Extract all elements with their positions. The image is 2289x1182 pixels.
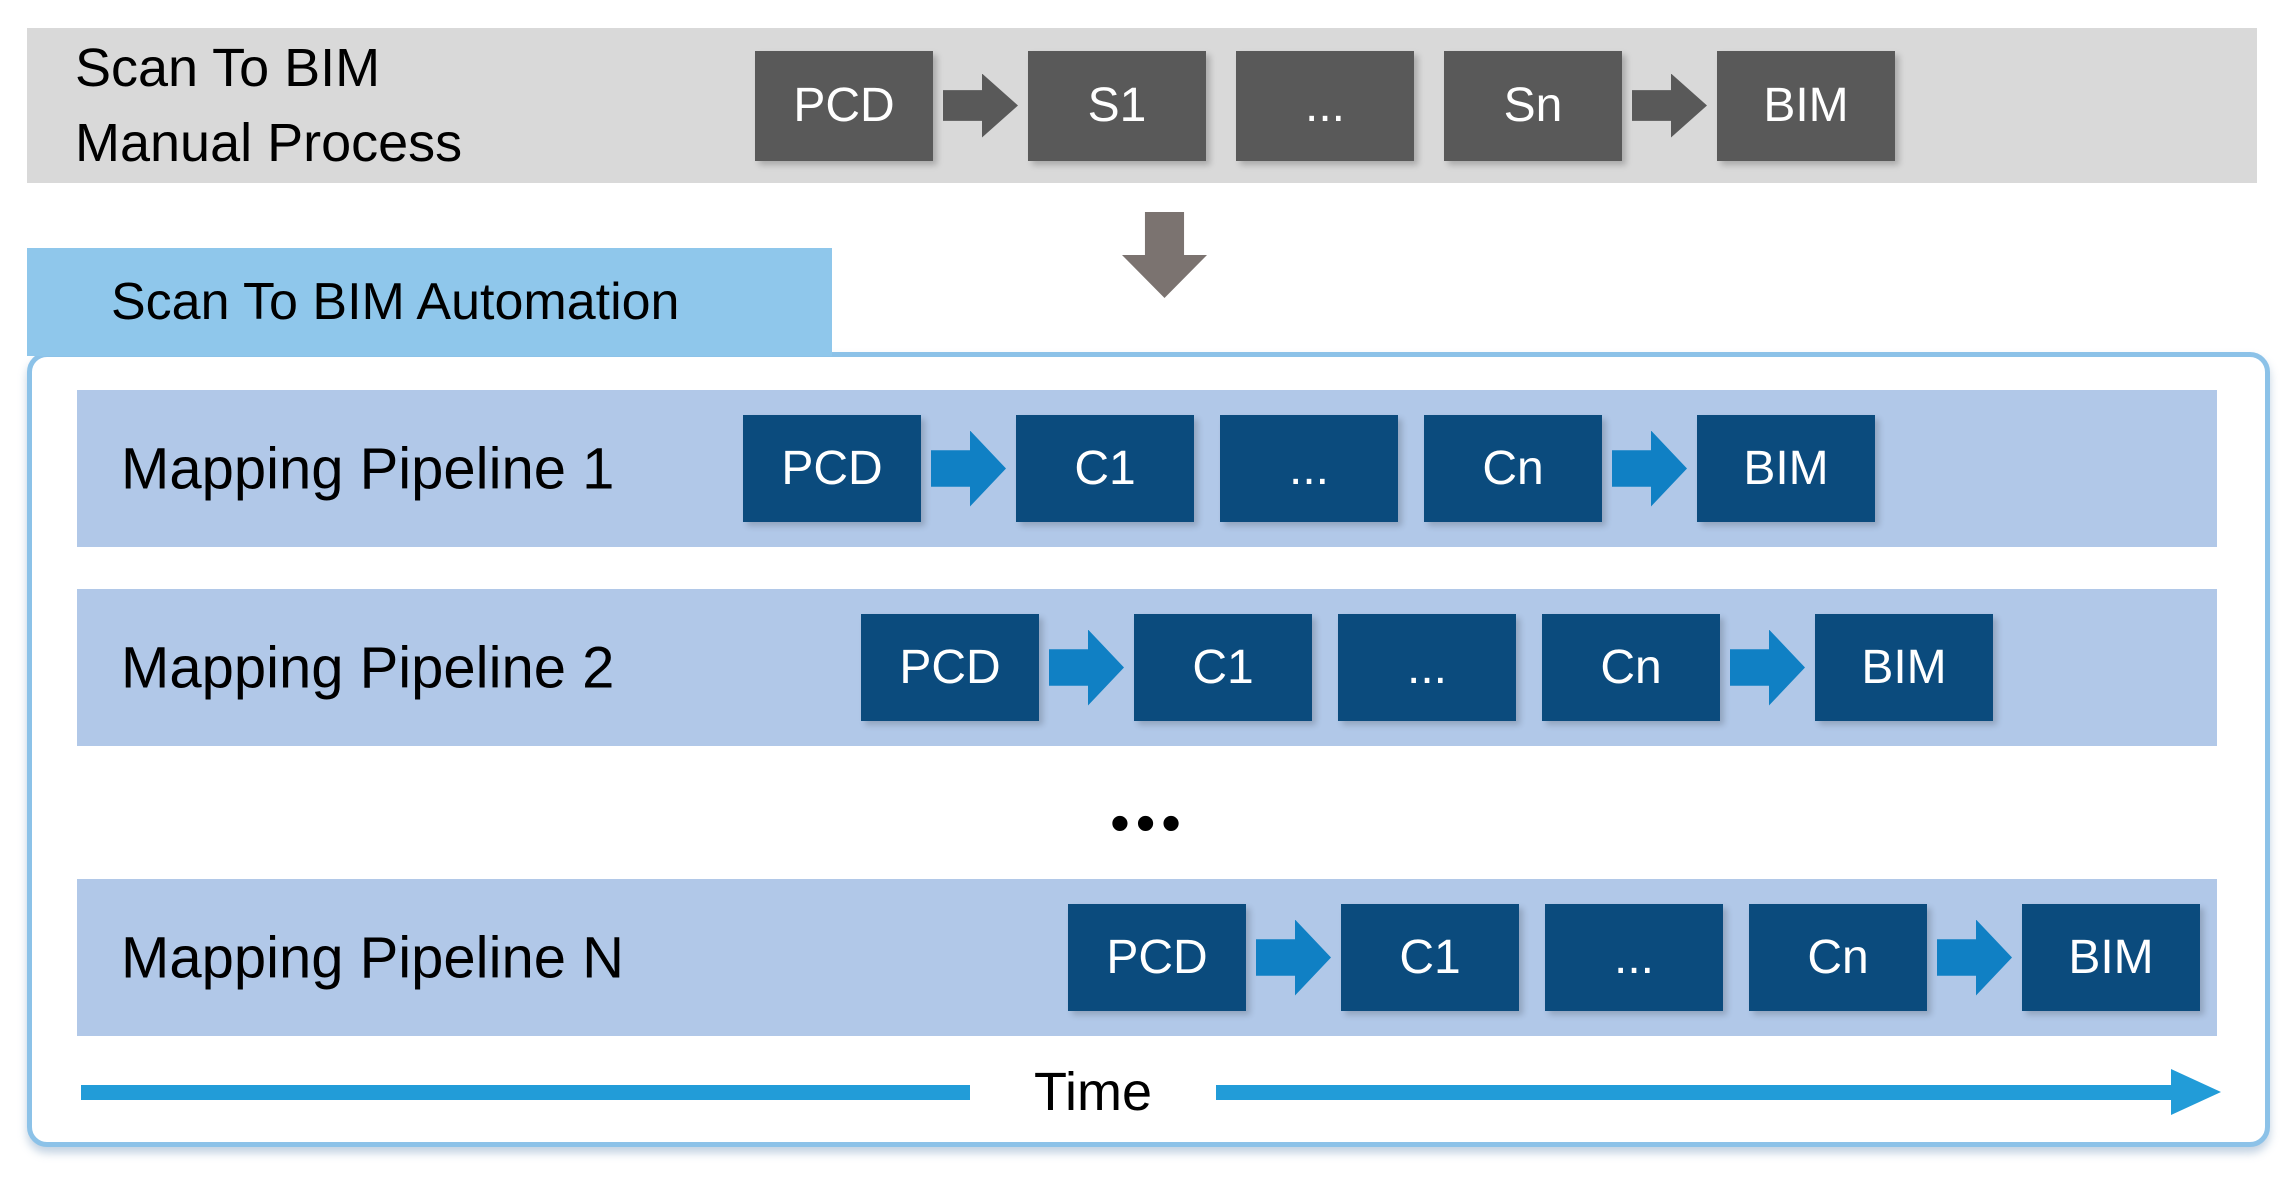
- arrow-right-icon: [1730, 629, 1805, 706]
- automation-tab-label: Scan To BIM Automation: [111, 273, 680, 331]
- manual-step-chain: PCD S1 ... Sn BIM: [755, 28, 1895, 183]
- step-box: PCD: [743, 415, 921, 522]
- pipeline-row: Mapping Pipeline 1 PCD C1 ... Cn BIM: [77, 390, 2217, 547]
- pipeline-step-chain: PCD C1 ... Cn BIM: [743, 390, 1875, 547]
- arrow-right-icon: [943, 73, 1018, 138]
- time-axis: Time: [81, 1060, 2221, 1124]
- pipeline-row: Mapping Pipeline N PCD C1 ... Cn BIM: [77, 879, 2217, 1036]
- step-box: PCD: [861, 614, 1039, 721]
- pipeline-step-chain: PCD C1 ... Cn BIM: [1068, 879, 2200, 1036]
- step-box: ...: [1220, 415, 1398, 522]
- arrow-right-icon: [1937, 919, 2012, 996]
- arrow-head-right-icon: [2171, 1069, 2221, 1115]
- pipeline-step-chain: PCD C1 ... Cn BIM: [861, 589, 1993, 746]
- step-box: Cn: [1542, 614, 1720, 721]
- arrow-right-icon: [1632, 73, 1707, 138]
- manual-process-band: Scan To BIM Manual Process PCD S1 ... Sn…: [27, 28, 2257, 183]
- arrow-right-icon: [1049, 629, 1124, 706]
- step-box: BIM: [1697, 415, 1875, 522]
- step-box: Sn: [1444, 50, 1622, 161]
- automation-tab: Scan To BIM Automation: [27, 248, 832, 356]
- step-box: C1: [1016, 415, 1194, 522]
- manual-process-title: Scan To BIM Manual Process: [75, 31, 462, 181]
- pipeline-label: Mapping Pipeline N: [121, 925, 624, 990]
- time-bar-right-line: [1216, 1084, 2173, 1100]
- pipeline-row: Mapping Pipeline 2 PCD C1 ... Cn BIM: [77, 589, 2217, 746]
- step-box: Cn: [1749, 904, 1927, 1011]
- step-box: C1: [1341, 904, 1519, 1011]
- time-bar-left: [81, 1084, 970, 1100]
- step-box: ...: [1338, 614, 1516, 721]
- arrow-right-icon: [931, 430, 1006, 507]
- step-box: PCD: [755, 50, 933, 161]
- pipeline-label: Mapping Pipeline 1: [121, 436, 615, 501]
- step-box: BIM: [1717, 50, 1895, 161]
- time-label: Time: [1034, 1062, 1152, 1122]
- step-box: BIM: [1815, 614, 1993, 721]
- pipelines-ellipsis: •••: [1110, 791, 1187, 854]
- time-bar-right: [1216, 1069, 2221, 1115]
- step-box: S1: [1028, 50, 1206, 161]
- arrow-down-icon: [1122, 212, 1207, 298]
- step-box: C1: [1134, 614, 1312, 721]
- arrow-right-icon: [1612, 430, 1687, 507]
- step-box: Cn: [1424, 415, 1602, 522]
- step-box: BIM: [2022, 904, 2200, 1011]
- manual-title-line2: Manual Process: [75, 112, 463, 173]
- automation-panel: Mapping Pipeline 1 PCD C1 ... Cn BIM Map…: [27, 352, 2270, 1147]
- step-box: ...: [1236, 50, 1414, 161]
- step-box: ...: [1545, 904, 1723, 1011]
- arrow-right-icon: [1256, 919, 1331, 996]
- manual-title-line1: Scan To BIM: [75, 37, 381, 98]
- pipeline-label: Mapping Pipeline 2: [121, 635, 615, 700]
- step-box: PCD: [1068, 904, 1246, 1011]
